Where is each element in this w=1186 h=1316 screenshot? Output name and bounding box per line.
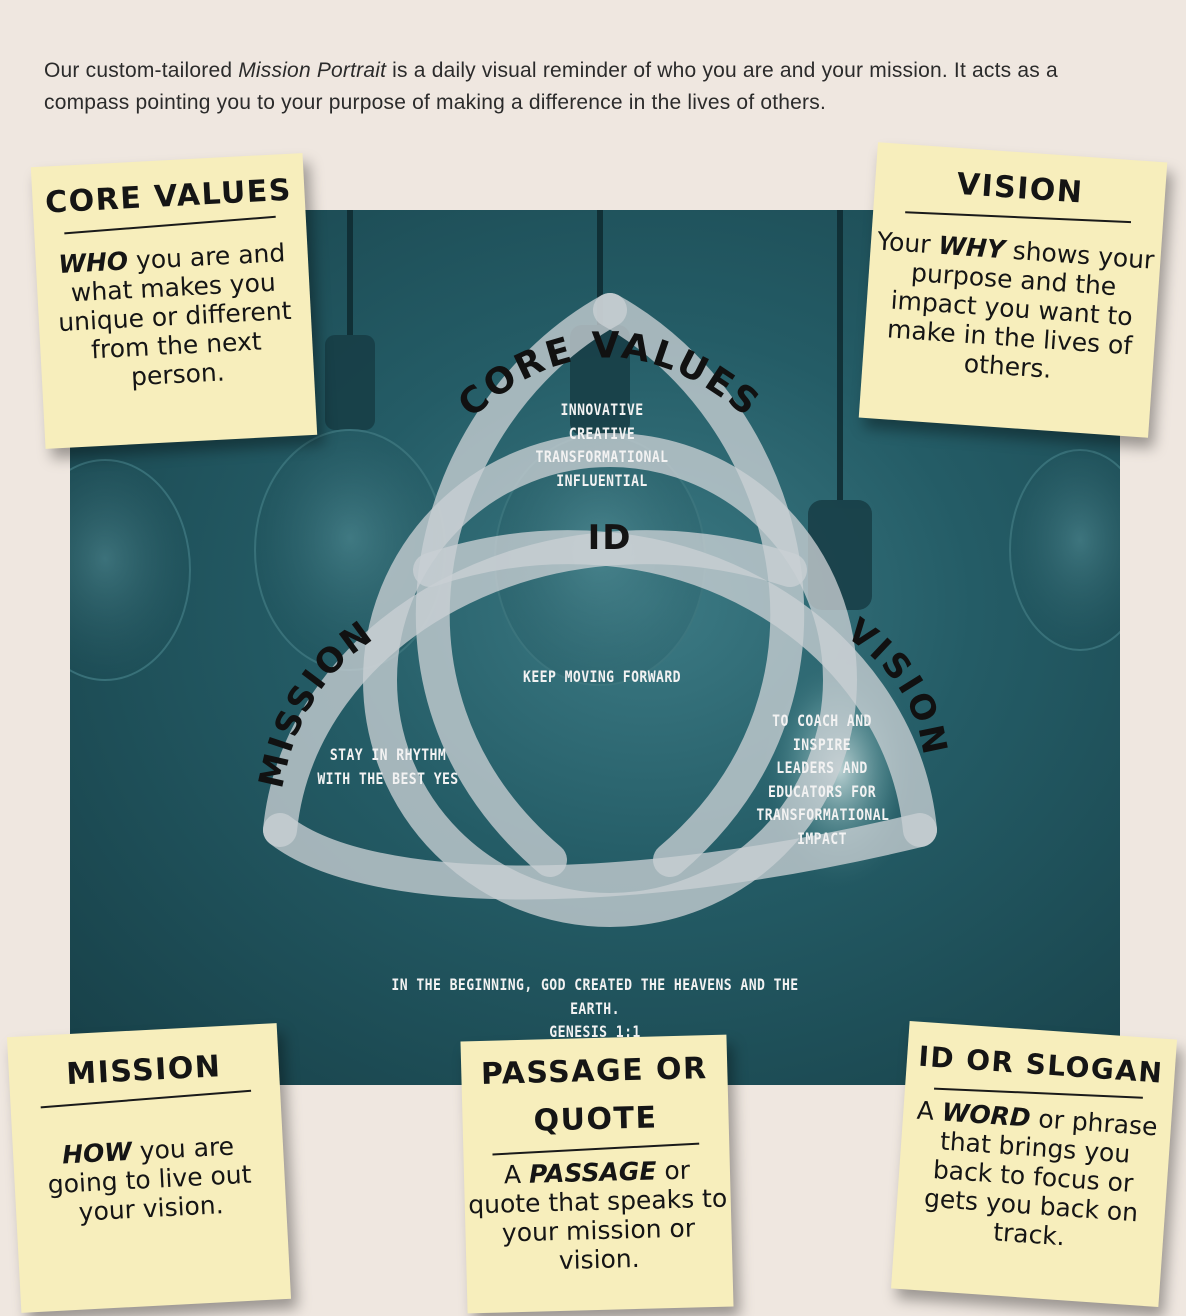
mission-text: STAY IN RHYTHM WITH THE BEST YES xyxy=(314,743,462,790)
core-value-item: INFLUENTIAL xyxy=(556,470,648,490)
vision-line: TO COACH AND xyxy=(772,711,872,730)
passage-quote: IN THE BEGINNING, GOD CREATED THE HEAVEN… xyxy=(391,975,799,1018)
core-values-text: INNOVATIVE CREATIVE TRANSFORMATIONAL INF… xyxy=(520,398,684,492)
core-value-item: INNOVATIVE xyxy=(560,400,644,419)
note-description: HOW you are going to live out your visio… xyxy=(12,1111,287,1230)
note-prefix: Your xyxy=(876,226,940,260)
note-keyword: HOW xyxy=(61,1136,133,1170)
note-keyword: WHO xyxy=(57,246,129,279)
note-description: A WORD or phrase that brings you back to… xyxy=(894,1095,1171,1258)
note-description: A PASSAGE or quote that speaks to your m… xyxy=(464,1155,733,1278)
id-label: ID xyxy=(587,518,633,558)
note-mission: MISSION HOW you are going to live out yo… xyxy=(6,1023,292,1313)
id-slogan-text: KEEP MOVING FORWARD xyxy=(523,667,681,686)
vision-text: TO COACH AND INSPIRE LEADERS AND EDUCATO… xyxy=(756,709,890,850)
note-core-values: CORE VALUES WHO you are and what makes y… xyxy=(30,153,318,449)
mission-line: STAY IN RHYTHM xyxy=(329,745,447,764)
core-value-item: TRANSFORMATIONAL xyxy=(535,447,669,466)
vision-line: IMPACT xyxy=(797,828,847,848)
intro-paragraph: Our custom-tailored Mission Portrait is … xyxy=(44,55,1144,119)
portrait-artwork: CORE VALUES MISSION VISION xyxy=(70,210,1120,927)
note-id-slogan: ID OR SLOGAN A WORD or phrase that bring… xyxy=(890,1020,1178,1308)
intro-text-end: is a daily visual reminder of who you ar… xyxy=(44,59,1058,114)
passage-reference: GENESIS 1:1 xyxy=(549,1022,641,1041)
note-prefix: A xyxy=(915,1095,943,1127)
note-prefix: A xyxy=(503,1159,530,1190)
vision-line: INSPIRE xyxy=(792,734,852,754)
note-passage: PASSAGE OR QUOTE A PASSAGE or quote that… xyxy=(460,1034,734,1314)
note-description: Your WHY shows your purpose and the impa… xyxy=(862,226,1161,391)
trinity-knot xyxy=(263,293,937,927)
passage-text: IN THE BEGINNING, GOD CREATED THE HEAVEN… xyxy=(390,973,800,1044)
mission-line: WITH THE BEST YES xyxy=(317,768,459,788)
intro-emphasis: Mission Portrait xyxy=(238,59,387,82)
vision-line: EDUCATORS FOR xyxy=(767,781,877,801)
note-description: WHO you are and what makes you unique or… xyxy=(35,237,314,396)
note-keyword: PASSAGE xyxy=(528,1156,657,1189)
note-vision: VISION Your WHY shows your purpose and t… xyxy=(858,142,1168,438)
core-value-item: CREATIVE xyxy=(568,423,636,443)
intro-text-start: Our custom-tailored xyxy=(44,59,239,82)
note-title: PASSAGE OR QUOTE xyxy=(480,1051,709,1139)
vision-line: LEADERS AND xyxy=(776,758,868,777)
vision-line: TRANSFORMATIONAL xyxy=(756,805,890,824)
note-keyword: WHY xyxy=(937,230,1006,265)
